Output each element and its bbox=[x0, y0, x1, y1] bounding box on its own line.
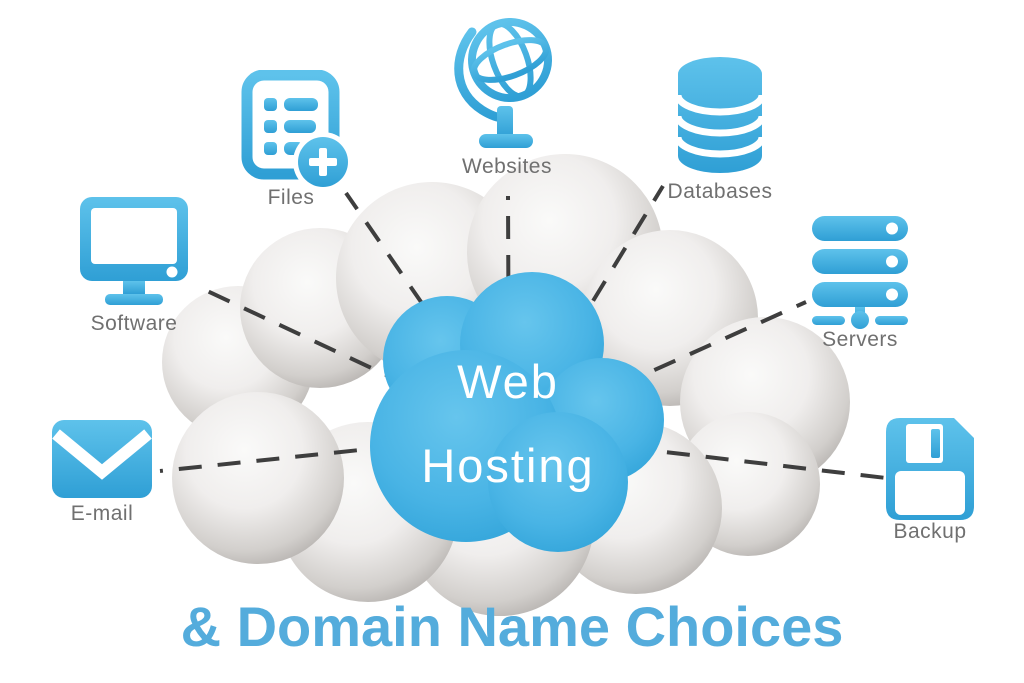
node-label-software: Software bbox=[90, 312, 178, 335]
globe-icon bbox=[454, 18, 552, 148]
cloud-title-line2: Hosting bbox=[421, 439, 595, 492]
database-icon bbox=[674, 57, 766, 173]
envelope-icon bbox=[52, 420, 152, 498]
cloud-title: Web Hosting bbox=[368, 340, 648, 508]
cloud-title-line1: Web bbox=[457, 355, 559, 408]
monitor-icon bbox=[80, 197, 188, 305]
server-stack-icon bbox=[812, 216, 908, 329]
document-plus-icon bbox=[241, 70, 353, 192]
floppy-disk-icon bbox=[886, 418, 974, 520]
node-label-servers: Servers bbox=[822, 328, 898, 351]
node-label-files: Files bbox=[267, 186, 315, 209]
connector-backup bbox=[511, 432, 887, 480]
node-label-email: E-mail bbox=[70, 502, 134, 525]
node-label-backup: Backup bbox=[893, 520, 967, 543]
page-title: & Domain Name Choices bbox=[180, 595, 844, 658]
blue-cloud bbox=[370, 272, 664, 552]
node-label-databases: Databases bbox=[667, 180, 773, 203]
node-label-websites: Websites bbox=[462, 155, 552, 178]
